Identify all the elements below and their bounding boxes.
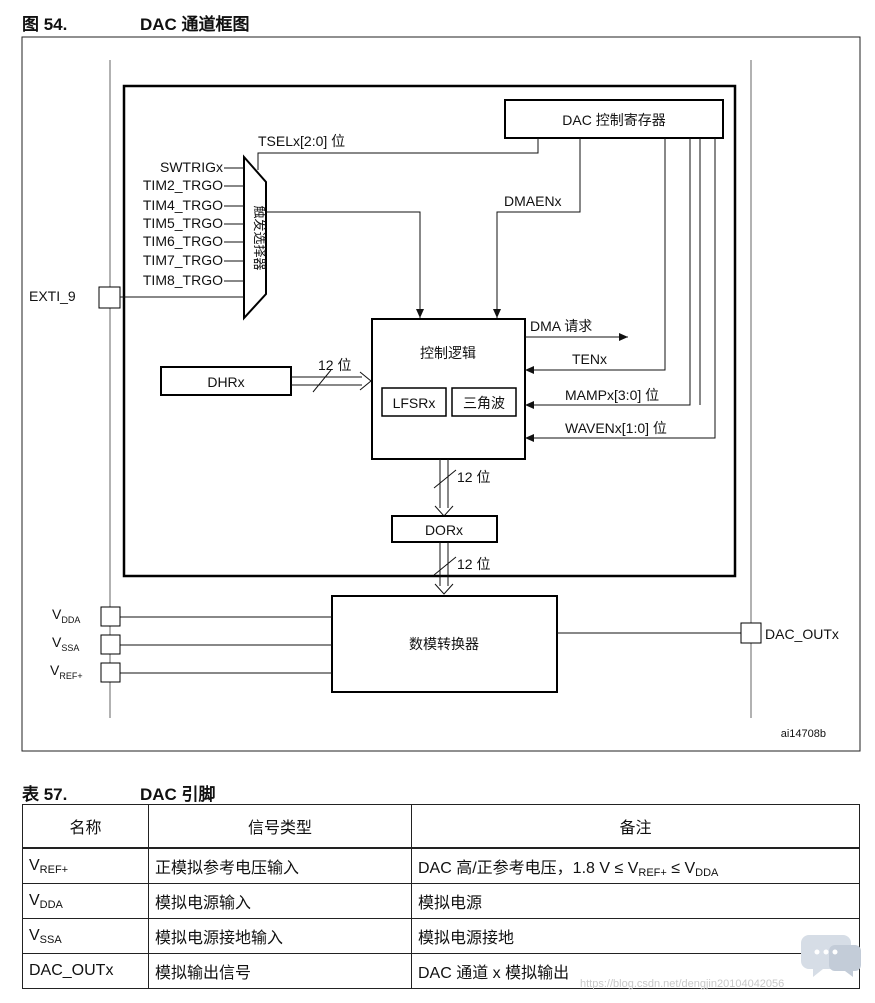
table-title: DAC 引脚	[140, 785, 216, 804]
trigger-label: TIM2_TRGO	[143, 177, 223, 193]
bits12-conv-label: 12 位	[457, 556, 490, 572]
trigger-label: TIM5_TRGO	[143, 215, 223, 231]
cell-name: VSSA	[22, 918, 149, 954]
cell-type: 正模拟参考电压输入	[148, 847, 412, 884]
table-row: DAC_OUTx 模拟输出信号 DAC 通道 x 模拟输出	[22, 953, 860, 989]
cell-type: 模拟输出信号	[148, 953, 412, 989]
dma-request-label: DMA 请求	[530, 318, 592, 334]
ten-label: TENx	[572, 351, 607, 367]
vdda-pin	[100, 606, 121, 627]
chat-bubble-watermark-icon	[801, 935, 861, 977]
dac-ctrl-register-label: DAC 控制寄存器	[562, 112, 665, 128]
vdda-label: VDDA	[52, 606, 80, 625]
trigger-inputs: SWTRIGx TIM2_TRGO TIM4_TRGO TIM5_TRGO TI…	[143, 159, 244, 288]
lfsr-label: LFSRx	[393, 395, 436, 411]
trigger-selector-label: 触发选择器	[252, 205, 267, 270]
vref-label: VREF+	[50, 662, 83, 681]
cell-note: DAC 通道 x 模拟输出	[411, 953, 860, 989]
watermark-url: https://blog.csdn.net/dengjin20104042056	[580, 978, 785, 990]
vssa-label: VSSA	[52, 634, 79, 653]
table-row: VSSA 模拟电源接地输入 模拟电源接地	[22, 918, 860, 954]
dac-out-label: DAC_OUTx	[765, 626, 839, 642]
table-label: 表 57.	[22, 785, 68, 804]
dor-box	[391, 515, 498, 543]
cell-type: 模拟电源接地输入	[148, 918, 412, 954]
lfsr-box	[381, 387, 447, 417]
control-logic-label: 控制逻辑	[420, 345, 476, 361]
dac-main-box	[122, 84, 737, 578]
figure-title: DAC 通道框图	[140, 15, 250, 34]
trigger-label: TIM8_TRGO	[143, 272, 223, 288]
table-header-row: 名称 信号类型 备注	[22, 804, 860, 849]
col-header-signal-type: 信号类型	[148, 804, 412, 849]
figure-frame	[21, 36, 861, 752]
cell-name: VREF+	[22, 847, 149, 884]
figure-id-tag: ai14708b	[781, 728, 826, 740]
triangle-box	[451, 387, 517, 417]
triangle-label: 三角波	[463, 395, 505, 411]
trigger-label: TIM6_TRGO	[143, 233, 223, 249]
table-row: VDDA 模拟电源输入 模拟电源	[22, 883, 860, 919]
cell-note: DAC 高/正参考电压，1.8 V ≤ VREF+ ≤ VDDA	[411, 847, 860, 884]
dac-block-diagram: DAC 控制寄存器 TSELx[2:0] 位 触发选择器 SWTRIGx TIM…	[21, 36, 861, 752]
cell-note: 模拟电源接地	[411, 918, 860, 954]
col-header-note: 备注	[411, 804, 860, 849]
dac-converter-label: 数模转换器	[409, 636, 479, 652]
dac-pin-table: 名称 信号类型 备注 VREF+ 正模拟参考电压输入 DAC 高/正参考电压，1…	[22, 804, 860, 989]
exti9-pin	[98, 286, 121, 309]
dac-converter-box	[331, 595, 558, 693]
vssa-pin	[100, 634, 121, 655]
dhr-box	[160, 366, 292, 396]
trigger-label: SWTRIGx	[160, 159, 223, 175]
dmaen-label: DMAENx	[504, 193, 562, 209]
col-header-name: 名称	[22, 804, 149, 849]
exti9-label: EXTI_9	[29, 288, 76, 304]
dor-label: DORx	[425, 522, 463, 538]
trigger-label: TIM7_TRGO	[143, 252, 223, 268]
figure-caption: 图 54. DAC 通道框图	[22, 10, 250, 35]
cell-type: 模拟电源输入	[148, 883, 412, 919]
tsel-label: TSELx[2:0] 位	[258, 133, 345, 149]
bits12-dhr-label: 12 位	[318, 357, 351, 373]
table-row: VREF+ 正模拟参考电压输入 DAC 高/正参考电压，1.8 V ≤ VREF…	[22, 847, 860, 884]
table-caption: 表 57. DAC 引脚	[22, 780, 216, 805]
cell-name: DAC_OUTx	[22, 953, 149, 989]
dhr-label: DHRx	[207, 374, 244, 390]
figure-label: 图 54.	[22, 15, 68, 34]
trigger-label: TIM4_TRGO	[143, 197, 223, 213]
dac-ctrl-register-box	[504, 99, 724, 139]
bits12-dor-label: 12 位	[457, 469, 490, 485]
waven-label: WAVENx[1:0] 位	[565, 420, 667, 436]
trigger-selector-mux	[243, 154, 267, 321]
vref-pin	[100, 662, 121, 683]
cell-note: 模拟电源	[411, 883, 860, 919]
dac-out-pin	[740, 622, 762, 644]
mamp-label: MAMPx[3:0] 位	[565, 387, 659, 403]
cell-name: VDDA	[22, 883, 149, 919]
